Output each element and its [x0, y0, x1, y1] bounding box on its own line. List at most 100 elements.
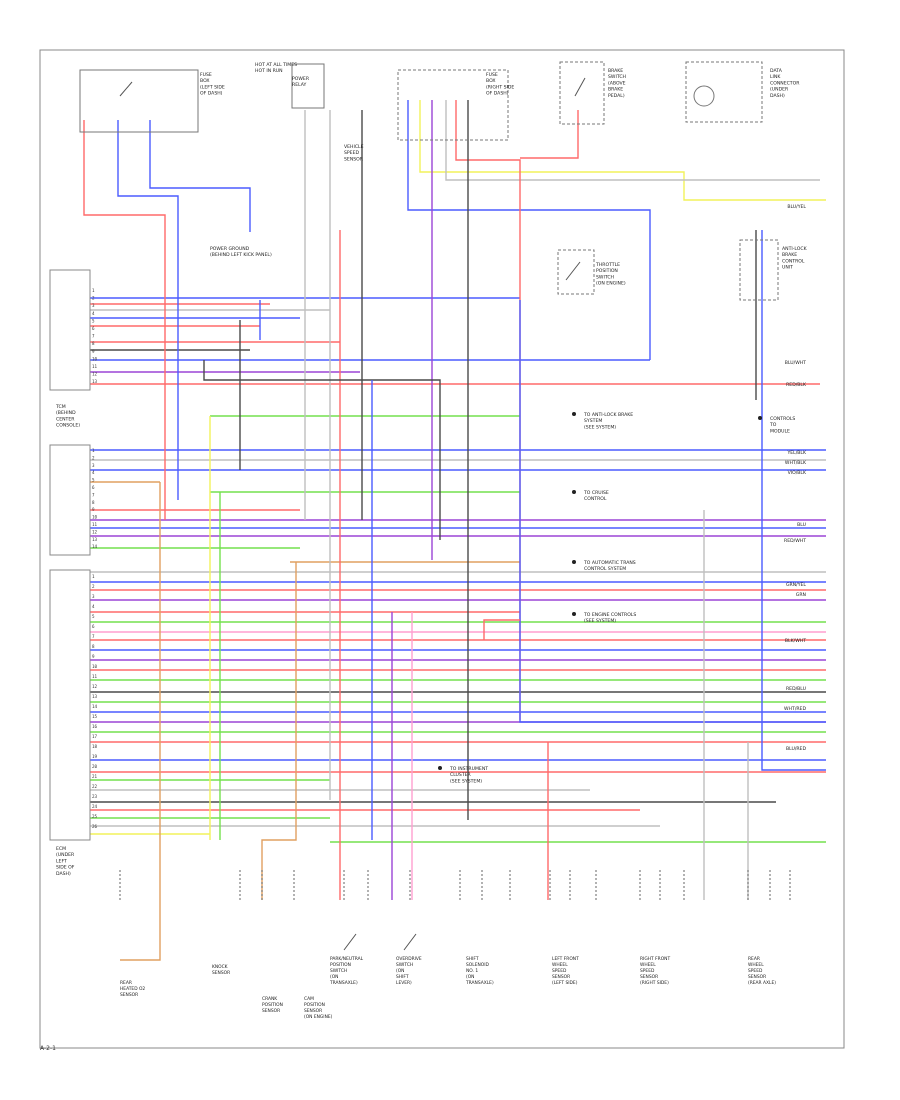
side-label-right-note-line-3: MODULE — [770, 428, 790, 434]
pin-bottom-23: 23 — [92, 794, 98, 799]
right-tag-13: WHT/RED — [784, 706, 806, 712]
component-fuse-box-right-line-2: BOX — [486, 78, 496, 84]
component-fuse-box-right-line-3: (RIGHT SIDE — [486, 84, 514, 90]
wire-run-26 — [483, 619, 520, 640]
component-abs-unit-line-1: ANTI-LOCK — [782, 246, 808, 252]
data-link-circle — [693, 85, 715, 107]
pin-top-7: 7 — [92, 334, 95, 339]
right-tag-1: BLU/YEL — [787, 204, 806, 210]
component-ground-splice-line-1: POWER GROUND — [210, 246, 250, 252]
device-rear-wss-line-2: WHEEL — [748, 962, 764, 968]
pin-bottom-18: 18 — [92, 744, 98, 749]
pin-top-5: 5 — [92, 318, 95, 323]
device-right-front-wss-line-2: WHEEL — [640, 962, 656, 968]
device-park-neutral-line-2: POSITION — [330, 962, 351, 968]
wire-run-2 — [117, 120, 179, 500]
relay-outline — [291, 63, 325, 109]
pin-mid-6: 6 — [92, 485, 95, 490]
pin-mid-8: 8 — [92, 500, 95, 505]
device-right-front-wss-line-5: (RIGHT SIDE) — [640, 980, 669, 986]
pin-bottom-7: 7 — [92, 634, 95, 639]
wire-run-31 — [761, 230, 826, 771]
wire-run-8 — [407, 100, 651, 360]
right-tag-7: BLU — [797, 522, 806, 528]
component-fuse-box-left-line-1: FUSE — [200, 72, 212, 78]
device-park-neutral-line-4: (ON — [330, 974, 338, 980]
wire-run-11 — [445, 100, 820, 181]
side-label-dot-right-note — [758, 416, 762, 420]
component-throttle-switch-line-2: POSITION — [596, 268, 618, 274]
component-speed-sensor-line-1: VEHICLE — [344, 144, 364, 150]
component-power-relay-line-1: POWER — [292, 76, 310, 82]
pin-mid-11: 11 — [92, 522, 98, 527]
side-label-dot-to-auto-trans — [572, 560, 576, 564]
pin-top-9: 9 — [92, 349, 95, 354]
switch-symbols — [119, 77, 586, 951]
device-rear-wss-line-1: REAR — [748, 956, 760, 962]
pin-mid-13: 13 — [92, 537, 98, 542]
component-brake-switch-line-4: BRAKE — [608, 87, 623, 93]
right-tag-4: YEL/BLK — [786, 450, 807, 456]
component-junction-block-top-line-2: HOT IN RUN — [255, 68, 283, 74]
pin-bottom-15: 15 — [92, 714, 98, 719]
pin-bottom-9: 9 — [92, 654, 95, 659]
component-layer — [79, 61, 779, 301]
component-power-relay-line-2: RELAY — [292, 82, 307, 88]
connector-block-top — [49, 269, 91, 391]
device-overdrive-switch-line-1: OVERDRIVE — [396, 956, 422, 962]
pin-mid-10: 10 — [92, 515, 98, 520]
device-knock-sensor-line-1: KNOCK — [212, 964, 228, 970]
wire-run-1 — [83, 120, 166, 520]
pin-bottom-11: 11 — [92, 674, 98, 679]
component-speed-sensor-line-3: SENSOR — [344, 156, 364, 162]
device-overdrive-switch-line-4: SHIFT — [396, 974, 409, 980]
component-tcm-line-1: TCM — [55, 404, 66, 410]
side-label-to-abs-line-2: SYSTEM — [584, 418, 602, 424]
device-overdrive-switch-line-3: (ON — [396, 968, 404, 974]
device-rear-heated-sensor-line-3: SENSOR — [120, 992, 138, 998]
data-link-outline — [685, 61, 763, 123]
component-ecm-line-3: LEFT — [56, 858, 67, 864]
pin-bottom-6: 6 — [92, 624, 95, 629]
device-rear-wss-line-4: SENSOR — [748, 974, 766, 980]
connector-block-mid — [49, 444, 91, 556]
pin-bottom-13: 13 — [92, 694, 98, 699]
pin-bottom-22: 22 — [92, 784, 98, 789]
device-crank-sensor-line-1: CRANK — [262, 996, 277, 1002]
component-throttle-switch-line-1: THROTTLE — [595, 262, 620, 268]
component-fuse-box-left-line-3: (LEFT SIDE — [200, 84, 225, 90]
side-label-to-cruise-line-2: CONTROL — [584, 496, 607, 502]
right-tag-layer: BLU/YELBLU/WHTRED/BLKYEL/BLKWHT/BLKVIO/B… — [784, 204, 807, 752]
pin-mid-12: 12 — [92, 529, 98, 534]
module-connectors — [49, 269, 91, 841]
side-label-dot-to-engine — [572, 612, 576, 616]
device-left-front-wss-line-5: (LEFT SIDE) — [552, 980, 578, 986]
pin-top-12: 12 — [92, 372, 98, 377]
pin-top-3: 3 — [92, 303, 95, 308]
side-label-to-abs-line-1: TO ANTI-LOCK BRAKE — [583, 412, 633, 418]
component-brake-switch-line-1: BRAKE — [608, 68, 623, 74]
right-tag-12: RED/BLU — [786, 686, 806, 692]
device-overdrive-switch-line-5: LEVER) — [396, 980, 412, 986]
component-speed-sensor-line-2: SPEED — [344, 150, 359, 156]
device-rear-wss-line-3: SPEED — [748, 968, 763, 974]
device-rear-heated-sensor-line-1: REAR — [120, 980, 132, 986]
component-tcm-line-3: CENTER — [56, 416, 75, 422]
side-label-dot-to-cruise — [572, 490, 576, 494]
component-ecm-line-1: ECM — [56, 846, 66, 852]
component-data-link-line-4: (UNDER — [770, 87, 789, 93]
switch-1-symbol — [119, 81, 133, 97]
right-tag-9: GRN/YEL — [786, 582, 806, 588]
device-solenoid-1-line-2: SOLENOID — [466, 962, 489, 968]
side-label-right-note-line-2: TO — [769, 422, 777, 428]
pin-mid-2: 2 — [92, 455, 95, 460]
side-label-to-auto-trans-line-1: TO AUTOMATIC TRANS — [583, 560, 636, 566]
device-park-neutral-line-3: SWITCH — [330, 968, 347, 974]
pin-mid-9: 9 — [92, 507, 95, 512]
device-solenoid-1-line-3: NO. 1 — [466, 968, 478, 974]
pin-bottom-5: 5 — [92, 614, 95, 619]
side-label-dot-to-abs — [572, 412, 576, 416]
pin-bottom-26: 26 — [92, 824, 98, 829]
